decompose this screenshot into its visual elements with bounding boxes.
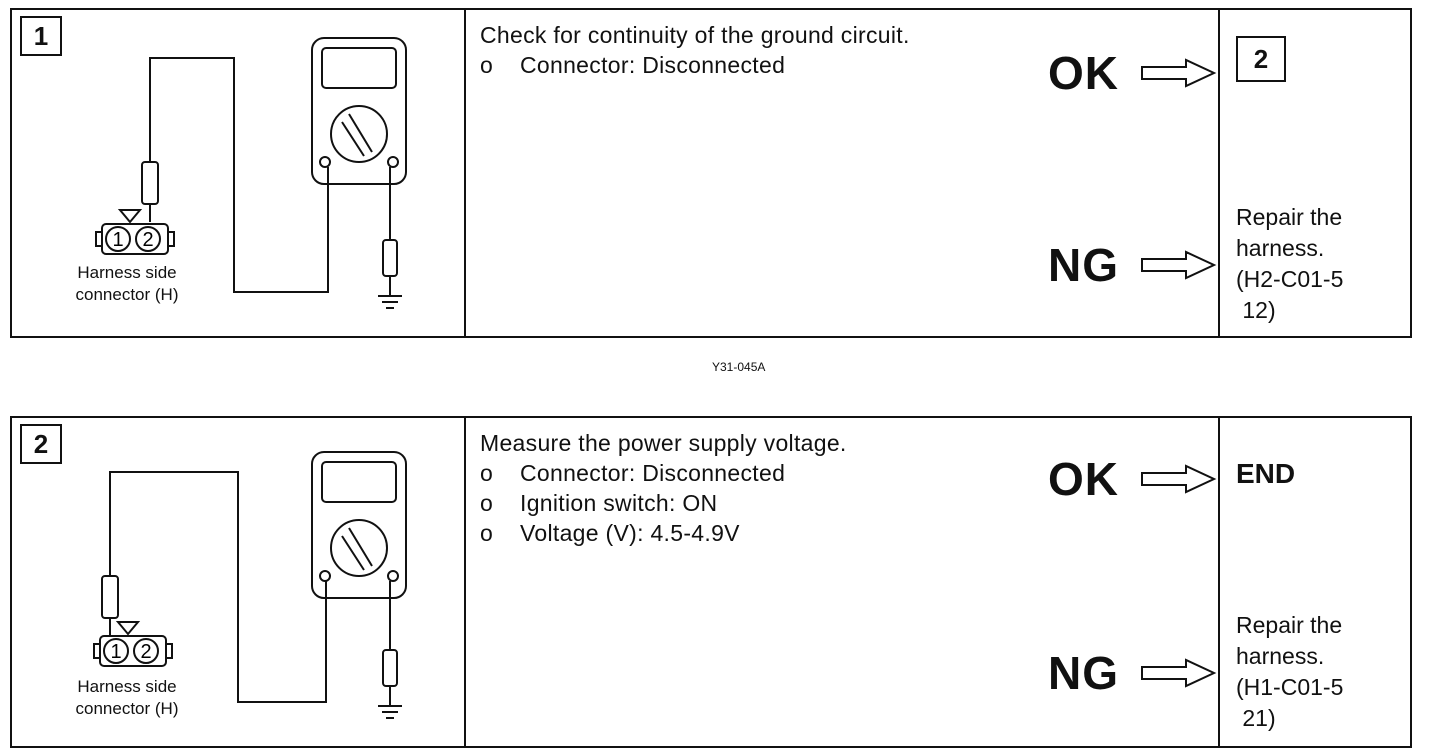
step-1-ng-arrow-icon — [1141, 250, 1217, 280]
step-2-instructions: Measure the power supply voltage. o Conn… — [480, 428, 940, 548]
connector-latch-icon — [117, 209, 143, 224]
step-1-result-cell: 2 Repair the harness. (H2-C01-5 12) — [1218, 10, 1410, 336]
probe-1 — [141, 161, 159, 205]
step-1-ok-label: OK — [1048, 47, 1119, 99]
connector-pin-1: 1 — [112, 229, 123, 251]
step-1-ok-result: 2 — [1236, 36, 1286, 82]
multimeter-display — [321, 461, 397, 503]
multimeter-display — [321, 47, 397, 89]
multimeter-terminal-right — [387, 570, 399, 582]
step-2-figure-cell: 2 — [12, 418, 466, 746]
test-lead-1 — [109, 471, 327, 703]
step-2-ok-result: END — [1236, 458, 1296, 489]
multimeter-terminal-right — [387, 156, 399, 168]
step-2-instruction-cell: Measure the power supply voltage. o Conn… — [464, 418, 1220, 746]
step-1-figure-caption: Harness side connector (H) — [75, 263, 179, 304]
connector-pin-2: 2 — [142, 229, 153, 251]
multimeter-terminal-left — [319, 156, 331, 168]
multimeter-dial — [330, 519, 388, 577]
step-2-number: 2 — [20, 424, 62, 464]
step-1-number: 1 — [20, 16, 62, 56]
step-1-circuit-diagram: 1 2 — [95, 37, 407, 309]
connector-latch-icon — [115, 621, 141, 636]
step-1-ng-result: Repair the harness. (H2-C01-5 12) — [1236, 204, 1344, 323]
multimeter-body — [311, 37, 407, 185]
step-2-table: 2 — [10, 416, 1412, 748]
test-lead-1 — [149, 57, 329, 293]
step-2-figure-caption: Harness side connector (H) — [75, 677, 179, 718]
step-2-bullet-2: o Ignition switch: ON — [480, 490, 718, 516]
step-2-ok-arrow-icon — [1141, 464, 1217, 494]
step-2-ng-result: Repair the harness. (H1-C01-5 21) — [1236, 612, 1344, 731]
connector-pin-2: 2 — [140, 641, 151, 663]
step-2-bullet-1: o Connector: Disconnected — [480, 460, 786, 486]
probe-1 — [101, 575, 119, 619]
multimeter-terminal-left — [319, 570, 331, 582]
step-1-instruction-cell: Check for continuity of the ground circu… — [464, 10, 1220, 336]
step-1-ng-label: NG — [1048, 239, 1119, 291]
figure-id: Y31-045A — [712, 360, 766, 374]
step-2-bullet-3: o Voltage (V): 4.5-4.9V — [480, 520, 740, 546]
multimeter-dial — [330, 105, 388, 163]
step-2-ok-label: OK — [1048, 453, 1119, 505]
step-2-result-cell: END Repair the harness. (H1-C01-5 21) — [1218, 418, 1410, 746]
step-1-title: Check for continuity of the ground circu… — [480, 22, 910, 48]
step-1-table: 1 — [10, 8, 1412, 338]
probe-ground — [382, 239, 398, 277]
connector-pin-1: 1 — [110, 641, 121, 663]
step-1-figure-cell: 1 — [12, 10, 466, 336]
step-2-title: Measure the power supply voltage. — [480, 430, 847, 456]
step-2-circuit-diagram: 1 2 — [93, 451, 407, 719]
step-1-ok-arrow-icon — [1141, 58, 1217, 88]
step-1-bullet: o Connector: Disconnected — [480, 52, 786, 78]
multimeter-body — [311, 451, 407, 599]
probe-ground — [382, 649, 398, 687]
step-2-ng-arrow-icon — [1141, 658, 1217, 688]
step-2-ng-label: NG — [1048, 647, 1119, 699]
step-1-instructions: Check for continuity of the ground circu… — [480, 20, 940, 80]
